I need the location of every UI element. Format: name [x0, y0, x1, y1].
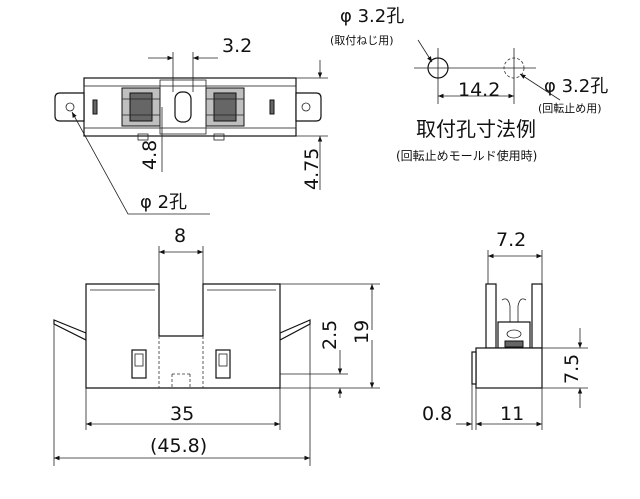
dim-14-2: 14.2 [458, 79, 500, 101]
front-right-window [215, 349, 231, 379]
dim-3-2: 3.2 [222, 35, 252, 57]
dim-11: 11 [500, 403, 524, 425]
side-view-base [475, 347, 543, 389]
left-terminal-tab [54, 92, 85, 122]
mounting-subtitle: (回転止めモールド使用時) [396, 148, 537, 163]
dim-7-2: 7.2 [496, 229, 526, 251]
front-view: 8 2.5 19 35 (45.8) [53, 225, 380, 466]
rotation-stop-hole-note: (回転止め用) [538, 102, 602, 115]
hole-phi-2-label: φ 2孔 [140, 192, 187, 213]
dim-4-75: 4.75 [301, 148, 323, 190]
dim-8: 8 [174, 225, 186, 247]
rotation-stop-hole-label: φ 3.2孔 [544, 76, 608, 97]
front-right-terminal [279, 319, 311, 341]
dim-45-8: (45.8) [150, 435, 207, 457]
front-left-window [131, 349, 147, 379]
dim-35: 35 [170, 403, 194, 425]
right-terminal-tab [295, 92, 322, 122]
dim-19: 19 [351, 320, 373, 344]
mounting-title: 取付孔寸法例 [416, 117, 536, 141]
mounting-hole-example: 14.2 φ 3.2孔 (取付ねじ用) φ 3.2孔 (回転止め用) 取付孔寸法… [330, 6, 608, 163]
center-mounting-slot [174, 91, 192, 123]
dim-0-8: 0.8 [422, 403, 452, 425]
dim-2-5: 2.5 [319, 320, 341, 350]
screw-hole-note: (取付ねじ用) [330, 34, 394, 47]
side-view: 7.2 7.5 0.8 11 [422, 229, 588, 430]
side-left-post [485, 283, 497, 349]
side-flange [471, 351, 477, 385]
left-terminal-hole [65, 102, 75, 112]
front-view-body [85, 283, 281, 389]
screw-hole-label: φ 3.2孔 [340, 6, 404, 27]
front-left-terminal [53, 319, 87, 341]
top-view: 3.2 4.8 4.75 φ 2孔 [54, 35, 328, 215]
side-right-post [531, 283, 543, 349]
right-terminal-hole [301, 102, 311, 112]
dim-7-5: 7.5 [561, 354, 583, 384]
dim-4-8: 4.8 [139, 140, 161, 170]
